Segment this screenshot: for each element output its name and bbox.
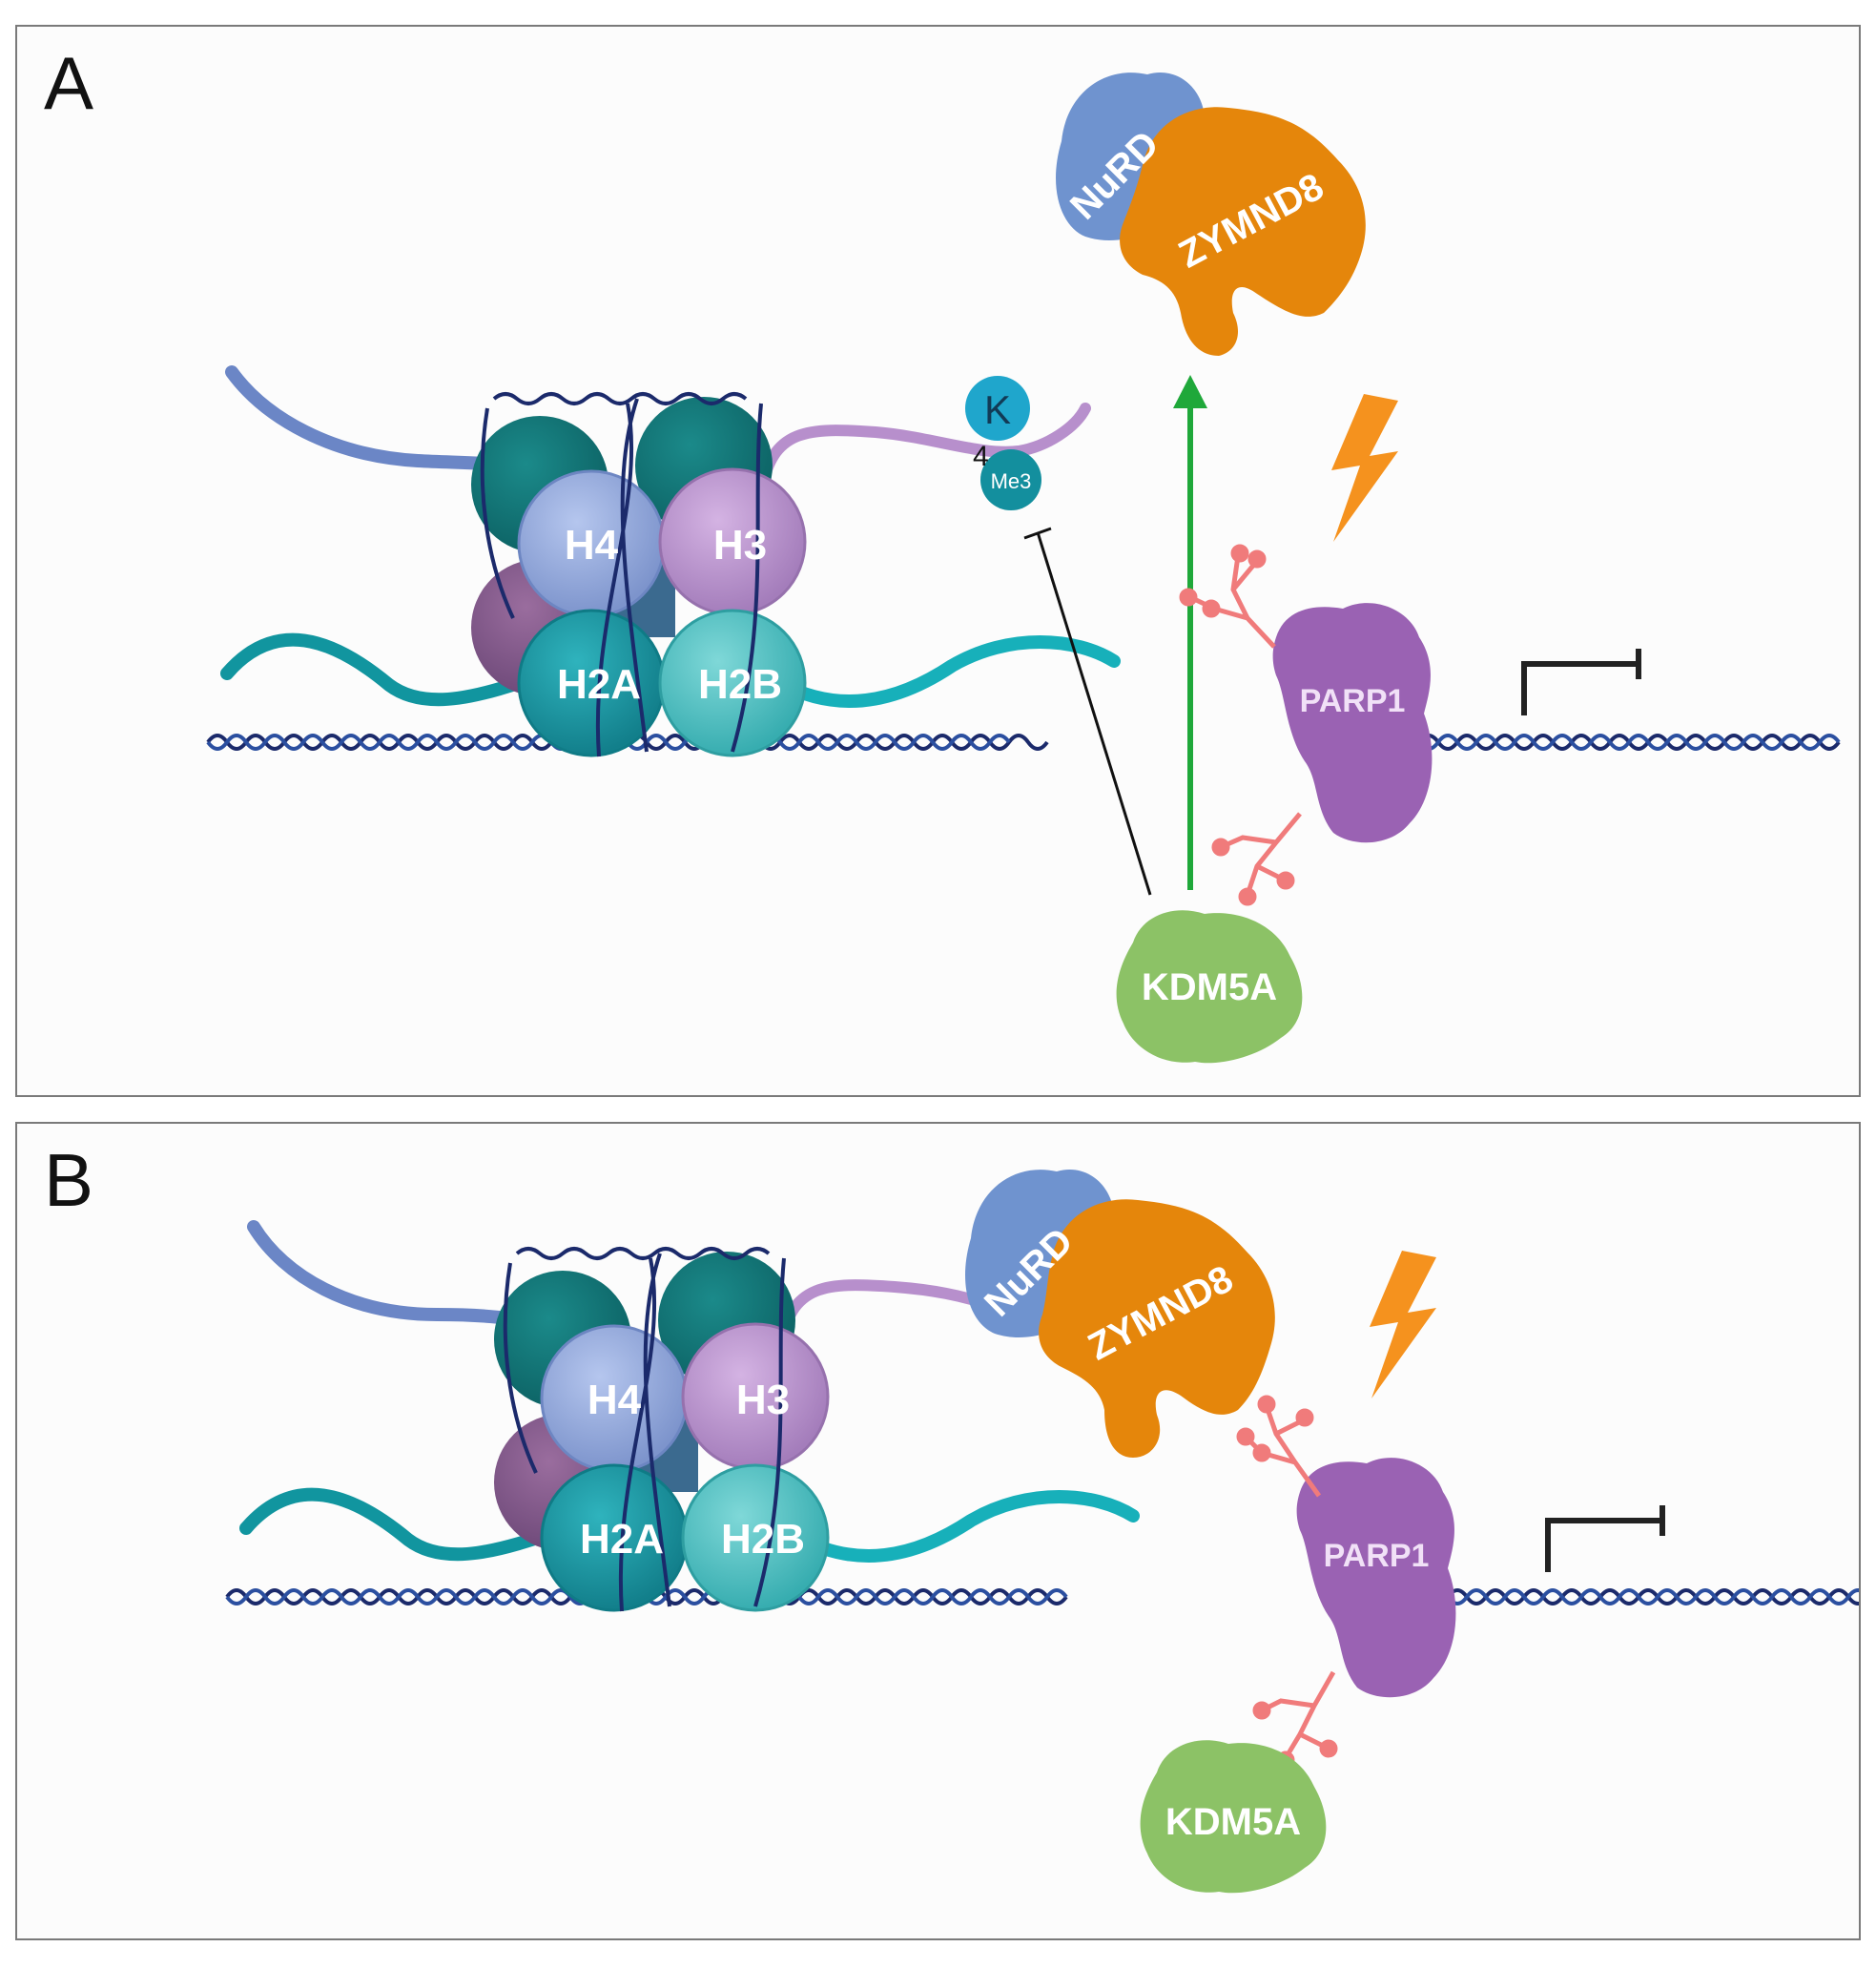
nucleosome-dna-wrap bbox=[503, 1247, 786, 1612]
panel-b-diagram: H4 H3 H2A H2B NuRD ZYMND8 PARP1 bbox=[225, 1170, 1859, 1894]
h2a-label: H2A bbox=[557, 661, 641, 708]
nucleosome-dna-wrap bbox=[480, 392, 763, 757]
kdm5a-protein: KDM5A bbox=[1116, 910, 1303, 1064]
h2a-tail bbox=[220, 632, 548, 707]
dna-helix bbox=[206, 734, 1841, 751]
h2b-tail bbox=[773, 635, 1121, 709]
lysine-circle bbox=[965, 376, 1030, 441]
parp1-label: PARP1 bbox=[1324, 1538, 1430, 1574]
kdm5a-label: KDM5A bbox=[1165, 1801, 1301, 1843]
h2b-histone bbox=[681, 1463, 830, 1612]
panel-a: A bbox=[15, 25, 1861, 1097]
par-chain-upper bbox=[1236, 1395, 1322, 1498]
h2b-histone bbox=[658, 609, 807, 757]
h3k4me3-mark: K Me3 4 bbox=[965, 376, 1041, 510]
nurd-zymnd8-complex: NuRD ZYMND8 bbox=[1056, 73, 1366, 356]
methyl-circle bbox=[980, 449, 1041, 510]
promoter-symbol bbox=[1545, 1505, 1665, 1572]
panel-a-letter: A bbox=[44, 41, 94, 125]
h2b-label: H2B bbox=[721, 1516, 805, 1563]
h3-tail bbox=[755, 403, 1091, 500]
h3-label: H3 bbox=[736, 1377, 790, 1423]
parp1-protein: PARP1 bbox=[1296, 1458, 1456, 1698]
zymnd8-blob bbox=[1120, 107, 1366, 356]
h3-label: H3 bbox=[713, 522, 767, 569]
dna-damage-bolt-icon bbox=[1370, 1251, 1436, 1398]
dna-helix bbox=[225, 1588, 1859, 1605]
kdm5a-protein: KDM5A bbox=[1140, 1740, 1327, 1894]
nucleosome: H4 H3 H2A H2B bbox=[471, 392, 807, 757]
panel-b-letter: B bbox=[44, 1138, 94, 1222]
lysine-label: K bbox=[984, 387, 1011, 432]
panel-a-diagram: H4 H3 H2A H2B K Me3 4 NuRD bbox=[206, 73, 1841, 1064]
panel-b: B bbox=[15, 1122, 1861, 1940]
h4-label: H4 bbox=[588, 1377, 642, 1423]
h3-tail bbox=[774, 1279, 996, 1355]
methyl-label: Me3 bbox=[991, 469, 1032, 493]
dna-damage-bolt-icon bbox=[1331, 394, 1398, 542]
par-chain-upper bbox=[1179, 544, 1276, 649]
par-chain-lower bbox=[1211, 812, 1302, 906]
parp1-label: PARP1 bbox=[1300, 683, 1406, 719]
promoter-symbol bbox=[1521, 649, 1641, 715]
h2a-tail bbox=[239, 1487, 567, 1562]
h2b-label: H2B bbox=[698, 661, 782, 708]
lysine-position-label: 4 bbox=[973, 441, 989, 472]
inhibition-line bbox=[1023, 527, 1152, 896]
activation-arrow bbox=[1173, 375, 1207, 890]
nucleosome: H4 H3 H2A H2B bbox=[494, 1247, 830, 1612]
parp1-protein: PARP1 bbox=[1272, 603, 1433, 843]
kdm5a-label: KDM5A bbox=[1142, 966, 1277, 1008]
nurd-zymnd8-complex: NuRD ZYMND8 bbox=[965, 1170, 1275, 1458]
zymnd8-blob bbox=[1039, 1199, 1275, 1458]
h4-label: H4 bbox=[565, 522, 619, 569]
h2a-label: H2A bbox=[580, 1516, 664, 1563]
h2b-tail bbox=[793, 1490, 1140, 1564]
